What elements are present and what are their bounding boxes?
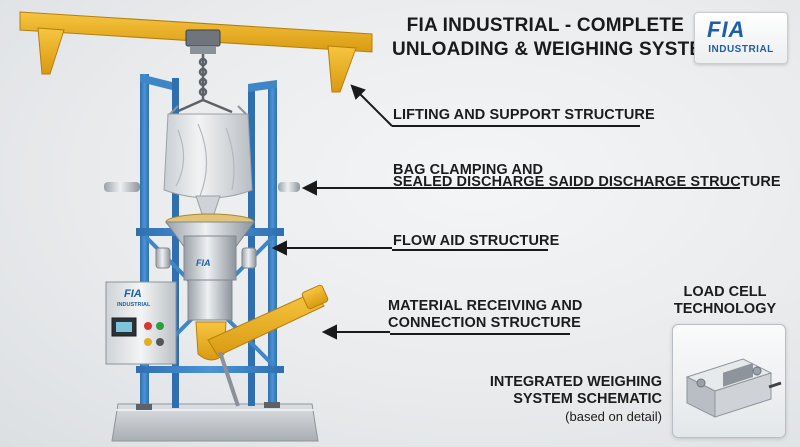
load-cell-image [685,358,782,418]
crane-beam [19,11,373,93]
callout-receiving-line-2: CONNECTION STRUCTURE [388,315,581,331]
callout-flow: FLOW AID STRUCTURE [393,233,559,250]
cabinet-sub: INDUSTRIAL [117,302,151,308]
cabinet-logo: FIA [124,288,142,300]
title-line-1: FIA INDUSTRIAL - COMPLETE [406,15,684,36]
callout-arrows [271,84,740,340]
weighing-caption: INTEGRATED WEIGHING SYSTEM SCHEMATIC (ba… [470,374,662,425]
load-cell-title-line-2: TECHNOLOGY [673,301,777,317]
title-line-2: UNLOADING & WEIGHING SYSTEM [392,39,719,60]
brand-logo: FIA INDUSTRIAL [694,12,788,64]
lifting-chain [175,54,233,114]
logo-sub: INDUSTRIAL [708,44,774,55]
arrowhead-receiving [321,324,337,340]
load-cell-title: LOAD CELL TECHNOLOGY [660,284,790,318]
bulk-bag [163,105,253,215]
callout-lifting: LIFTING AND SUPPORT STRUCTURE [393,107,655,124]
callout-clamping: BAG CLAMPING AND SEALED DISCHARGE SAIDD … [393,162,781,191]
callout-receiving-line-1: MATERIAL RECEIVING AND [388,298,583,314]
screw-conveyor [195,284,329,407]
arrowhead-clamping [301,180,317,196]
callout-clamping-line-2: SEALED DISCHARGE SAIDD DISCHARGE STRUCTU… [393,174,781,190]
arrow-lifting [355,89,393,127]
control-cabinet: FIA INDUSTRIAL [105,281,177,365]
load-cell-panel [672,324,786,438]
frame-feet [136,402,280,410]
weighing-note: (based on detail) [565,409,662,424]
callout-receiving: MATERIAL RECEIVING AND CONNECTION STRUCT… [388,298,582,332]
load-cell-title-line-1: LOAD CELL [683,284,767,300]
callout-clamping-line-1: BAG CLAMPING AND [393,162,544,178]
weighing-line-1: INTEGRATED WEIGHING [489,374,662,390]
callout-flow-line-1: FLOW AID STRUCTURE [393,233,560,249]
callout-lifting-line-1: LIFTING AND SUPPORT STRUCTURE [393,107,655,123]
discharge-hopper: FIA [155,213,257,321]
frame-back [172,78,255,408]
arrowhead-lifting [350,84,366,100]
weighing-line-2: SYSTEM SCHEMATIC [513,391,662,407]
arrowhead-flow [271,240,287,256]
base-platform [111,403,319,442]
equipment-logo: FIA [196,258,211,268]
logo-mark: FIA [707,17,746,42]
page-title: FIA INDUSTRIAL - COMPLETE UNLOADING & WE… [392,14,719,62]
